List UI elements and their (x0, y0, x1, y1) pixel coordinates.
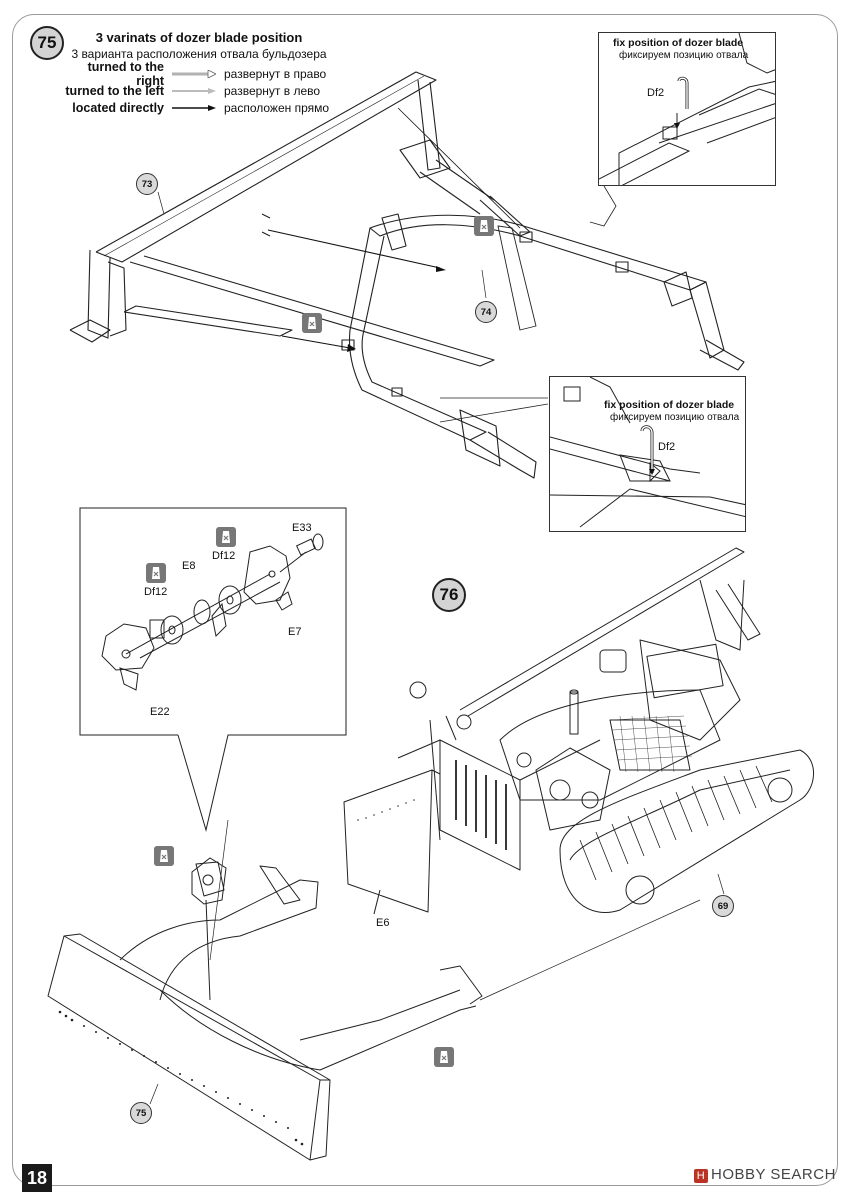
ref-number-75: 75 (130, 1102, 152, 1124)
legend-left-ru: развернут в лево (224, 83, 321, 98)
axle-exploded-drawing (101, 533, 324, 691)
callout-top-part-df2: Df2 (647, 87, 665, 99)
part-label-e6: E6 (376, 917, 390, 929)
part-label-e33: E33 (292, 522, 312, 534)
legend-direct-ru: расположен прямо (224, 100, 330, 115)
glue-icon (302, 313, 322, 333)
step-76-badge: 76 (432, 578, 466, 612)
callout-mid-title: fix position of dozer blade (604, 399, 735, 411)
legend-title-ru: 3 варианта расположения отвала бульдозер… (71, 47, 327, 61)
legend-right-ru: развернут в право (224, 66, 327, 81)
ref-number-73: 73 (136, 173, 158, 195)
part-label-e8: E8 (182, 560, 196, 572)
callout-top-title: fix position of dozer blade (613, 37, 744, 49)
callout-top-subtitle: фиксируем позицию отвала (619, 50, 749, 61)
blade-position-legend: 3 varinats of dozer blade position 3 вар… (60, 30, 330, 116)
legend-title-en: 3 varinats of dozer blade position (95, 30, 303, 45)
ref-69-text: 69 (717, 900, 729, 912)
arrow-black-direct-icon (172, 104, 216, 111)
axle-detail-box: E33 Df12 E8 Df12 E7 E22 (80, 508, 346, 735)
callout-mid-subtitle: фиксируем позицию отвала (610, 412, 740, 423)
step-75-badge: 75 (30, 26, 64, 60)
glue-icon (154, 846, 174, 866)
part-label-df12-upper: Df12 (212, 550, 236, 562)
callout-mid-part-df2: Df2 (658, 441, 676, 453)
watermark-text: HOBBY SEARCH (711, 1166, 836, 1183)
legend-direct-en: located directly (72, 100, 164, 115)
ref-number-69: 69 (712, 895, 734, 917)
glue-icon (434, 1047, 454, 1067)
legend-row-direct: located directly расположен прямо (60, 99, 330, 116)
ref-75-text: 75 (135, 1107, 147, 1119)
part-label-e22: E22 (150, 706, 170, 718)
legend-row-right: turned to the right развернут в право (60, 60, 330, 88)
callout-fix-blade-mid: fix position of dozer blade фиксируем по… (549, 376, 746, 532)
glue-icon (146, 563, 166, 583)
ref-number-74: 74 (475, 301, 497, 323)
arrow-grey-left-icon (172, 87, 216, 94)
arrow-outline-right-icon (172, 69, 216, 78)
legend-row-left: turned to the left развернут в лево (60, 82, 330, 99)
callout-top-drawing (599, 33, 775, 185)
legend-left-en: turned to the left (65, 83, 164, 98)
glue-icon (474, 216, 494, 236)
step-75-number: 75 (37, 33, 57, 52)
callout-mid-drawing (550, 377, 745, 528)
page-number: 18 (22, 1164, 52, 1192)
legend-right-en: turned to the right (87, 59, 164, 88)
page-frame (12, 14, 838, 1186)
ref-74-text: 74 (480, 306, 492, 318)
part-label-e7: E7 (288, 626, 302, 638)
callout-fix-blade-top: fix position of dozer blade фиксируем по… (598, 32, 776, 186)
glue-icon (216, 527, 236, 547)
part-label-df12-lower: Df12 (144, 586, 168, 598)
watermark-logo-icon: H (694, 1169, 708, 1183)
step-76-number: 76 (439, 585, 459, 604)
ref-73-text: 73 (141, 178, 153, 190)
